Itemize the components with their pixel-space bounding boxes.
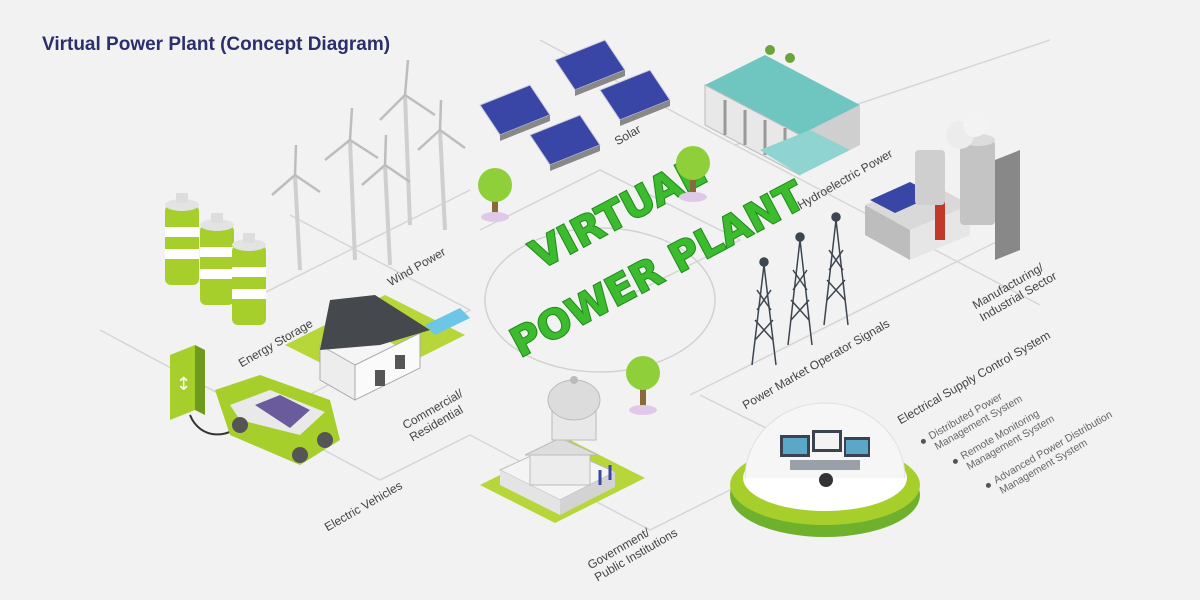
factory-icon [865,113,1020,260]
electric-car-icon [215,375,340,465]
bullet-icon [984,481,992,489]
svg-text:↕: ↕ [176,374,191,395]
solar-panels-icon [479,39,671,171]
government-building-icon [480,376,645,523]
bullet-icon [919,437,927,445]
control-room-icon [730,402,920,537]
page-title: Virtual Power Plant (Concept Diagram) [42,34,391,55]
wind-turbines-icon [271,59,466,271]
house-icon [285,295,470,401]
bullet-icon [951,457,959,465]
vpp-logo-text: VIRTUAL POWER PLANT [502,148,814,368]
tree-icon [626,356,660,415]
tree-icon [478,168,512,222]
center-rings [484,227,716,373]
ev-charger-icon: ↕ [170,345,246,436]
signal-towers-icon [751,212,849,366]
tree-icon [676,146,710,202]
battery-storage-icon [165,193,266,325]
hydro-dam-icon [704,45,860,176]
